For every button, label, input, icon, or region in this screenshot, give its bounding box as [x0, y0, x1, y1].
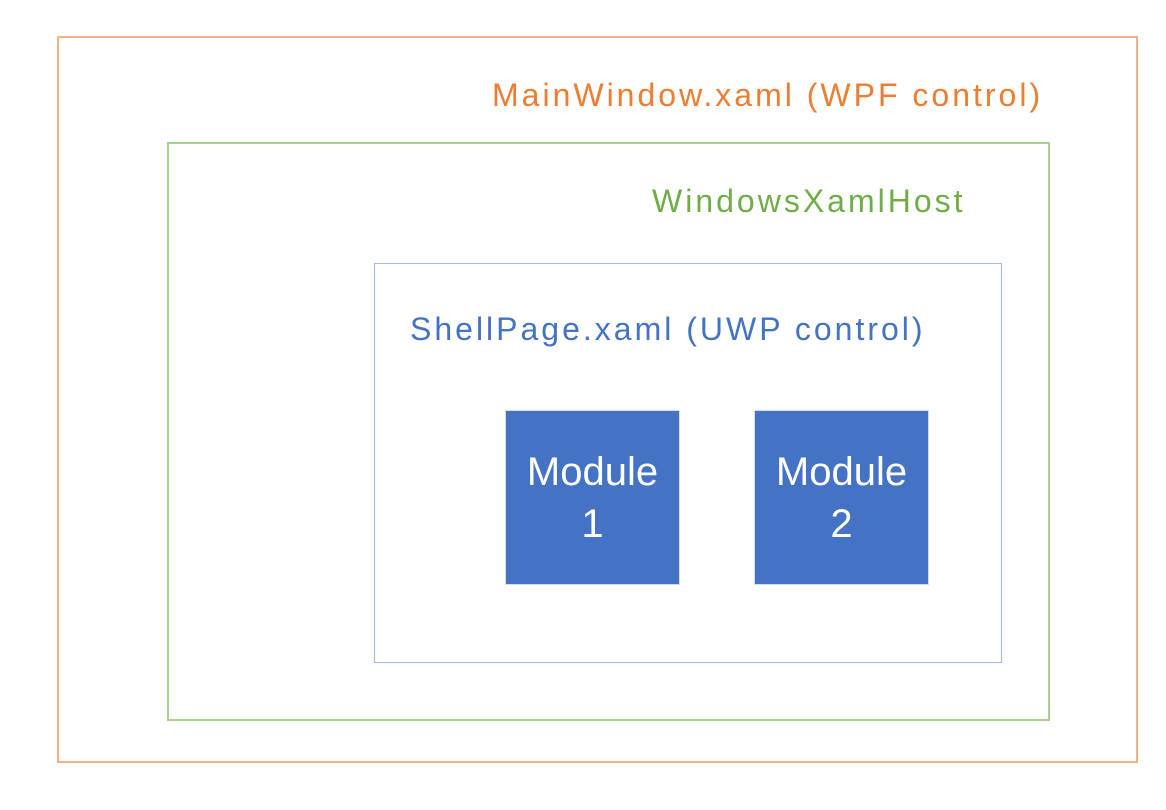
module-1-box: Module 1: [505, 410, 680, 585]
windows-xaml-host-label: WindowsXamlHost: [652, 183, 966, 219]
shellpage-uwp-label: ShellPage.xaml (UWP control): [410, 311, 926, 347]
module-2-number: 2: [830, 501, 853, 546]
shellpage-uwp-box: ShellPage.xaml (UWP control) Module 1 Mo…: [374, 263, 1002, 663]
module-2-box: Module 2: [754, 410, 929, 585]
module-1-name: Module: [526, 449, 659, 494]
module-1-number: 1: [581, 501, 604, 546]
windows-xaml-host-box: WindowsXamlHost ShellPage.xaml (UWP cont…: [167, 142, 1050, 721]
mainwindow-wpf-label: MainWindow.xaml (WPF control): [492, 77, 1044, 113]
mainwindow-wpf-box: MainWindow.xaml (WPF control) WindowsXam…: [57, 36, 1138, 763]
module-2-name: Module: [775, 449, 908, 494]
